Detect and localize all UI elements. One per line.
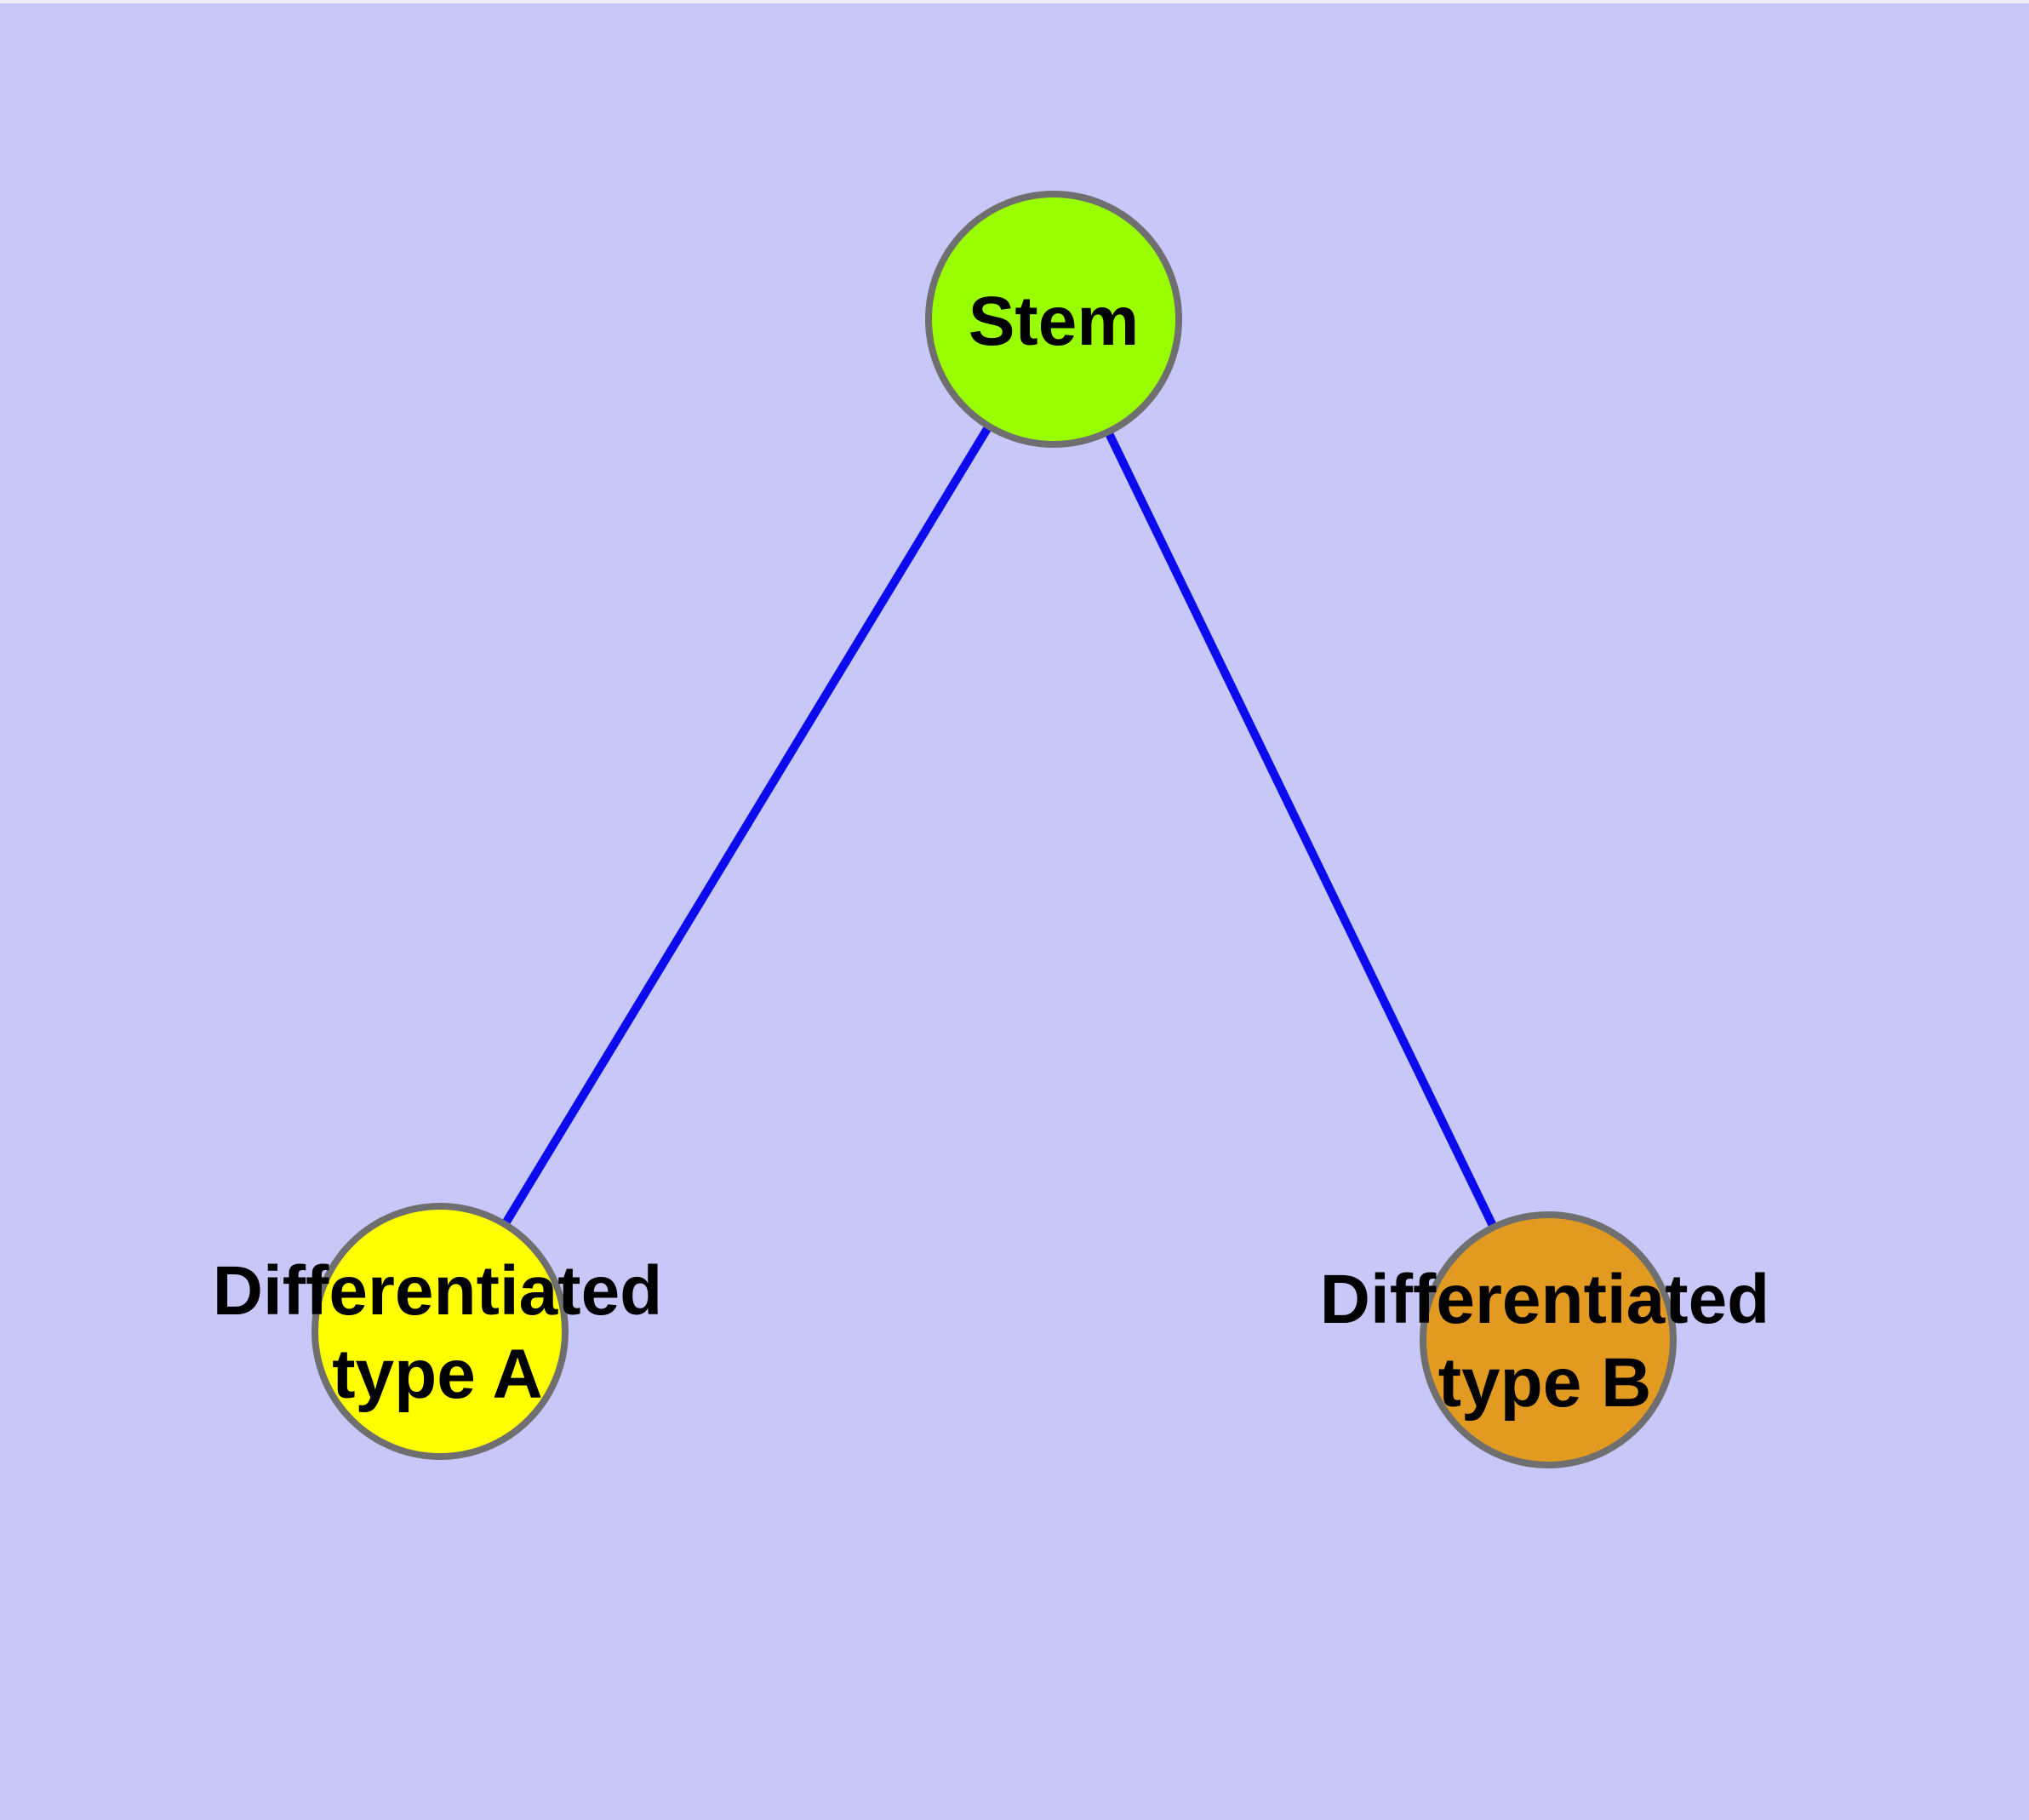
type-a-node-circle xyxy=(311,1203,569,1460)
type-b-node-label-line2: type B xyxy=(1437,1344,1652,1422)
edge-stem-to-type-a xyxy=(436,317,1058,1334)
type-a-node-label-line2: type A xyxy=(332,1336,543,1413)
stem-node-label: Stem xyxy=(969,280,1140,363)
type-b-node-label: Differentiated type B xyxy=(1320,1258,1770,1425)
type-b-node-circle xyxy=(1420,1211,1677,1468)
stem-node-label-text: Stem xyxy=(968,283,1140,360)
edge-stem-to-type-b xyxy=(1049,317,1552,1342)
type-a-node-label-line1: Differentiated xyxy=(212,1252,663,1330)
stem-node-circle xyxy=(925,191,1182,448)
type-b-node-label-line1: Differentiated xyxy=(1319,1261,1770,1338)
top-edge-highlight xyxy=(0,0,2029,3)
type-a-node-label: Differentiated type A xyxy=(213,1250,663,1417)
